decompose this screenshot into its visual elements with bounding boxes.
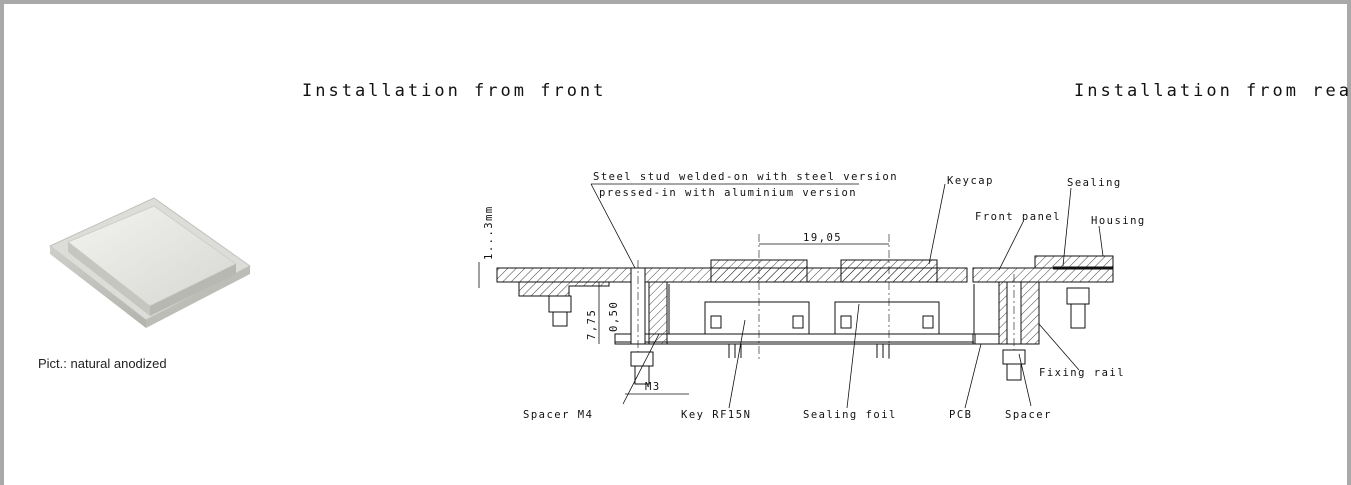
label-front-panel: Front panel [975,211,1061,223]
dimension-height-total: 7,75 [586,309,598,340]
installation-cross-section-drawing: 19,05 1...3mm 7,75 0,50 M3 [478,171,1146,421]
rear-installation-section [972,255,1114,381]
keycap-photo [49,197,251,328]
housing-left-part [518,281,610,297]
heading-installation-front: Installation from front [302,81,607,101]
label-keycap: Keycap [947,175,994,187]
label-sealing: Sealing [1067,177,1122,189]
label-layer: Steel stud welded-on with steel version … [523,171,1146,421]
keycap-side-right [150,264,236,316]
nut-top-left [548,295,572,327]
dimension-panel-thickness: 1...3mm [483,205,495,260]
label-steel-stud-line1: Steel stud welded-on with steel version [593,171,898,183]
keycap-flange-side-right [146,266,250,328]
heading-installation-rear: Installation from rear [1074,81,1351,101]
pcb-board-right [972,333,1000,345]
keycap-side-left [68,242,150,316]
dimension-height-offset: 0,50 [608,301,620,332]
switch-2 [834,301,940,358]
spacer-m4-section [648,281,668,345]
label-pcb: PCB [949,409,972,421]
switch-1 [704,301,810,358]
dimension-pitch: 19,05 [803,232,842,244]
nut-bottom-right [1002,349,1026,381]
label-spacer: Spacer [1005,409,1052,421]
label-fixing-rail: Fixing rail [1039,367,1125,379]
photo-caption: Pict.: natural anodized [38,356,167,371]
front-installation-section: 19,05 1...3mm 7,75 0,50 M3 [478,205,976,395]
label-key-rf15n: Key RF15N [681,409,751,421]
dimension-screw: M3 [645,381,661,393]
label-sealing-foil: Sealing foil [803,409,897,421]
nut-top-right [1066,287,1090,329]
label-steel-stud-line2: pressed-in with aluminium version [599,187,857,199]
nut-bottom-left [630,351,654,385]
front-panel-right [972,267,1114,283]
housing-right [1034,255,1114,269]
label-spacer-m4: Spacer M4 [523,409,593,421]
keycap-flange-side-left [50,246,146,328]
label-housing: Housing [1091,215,1146,227]
